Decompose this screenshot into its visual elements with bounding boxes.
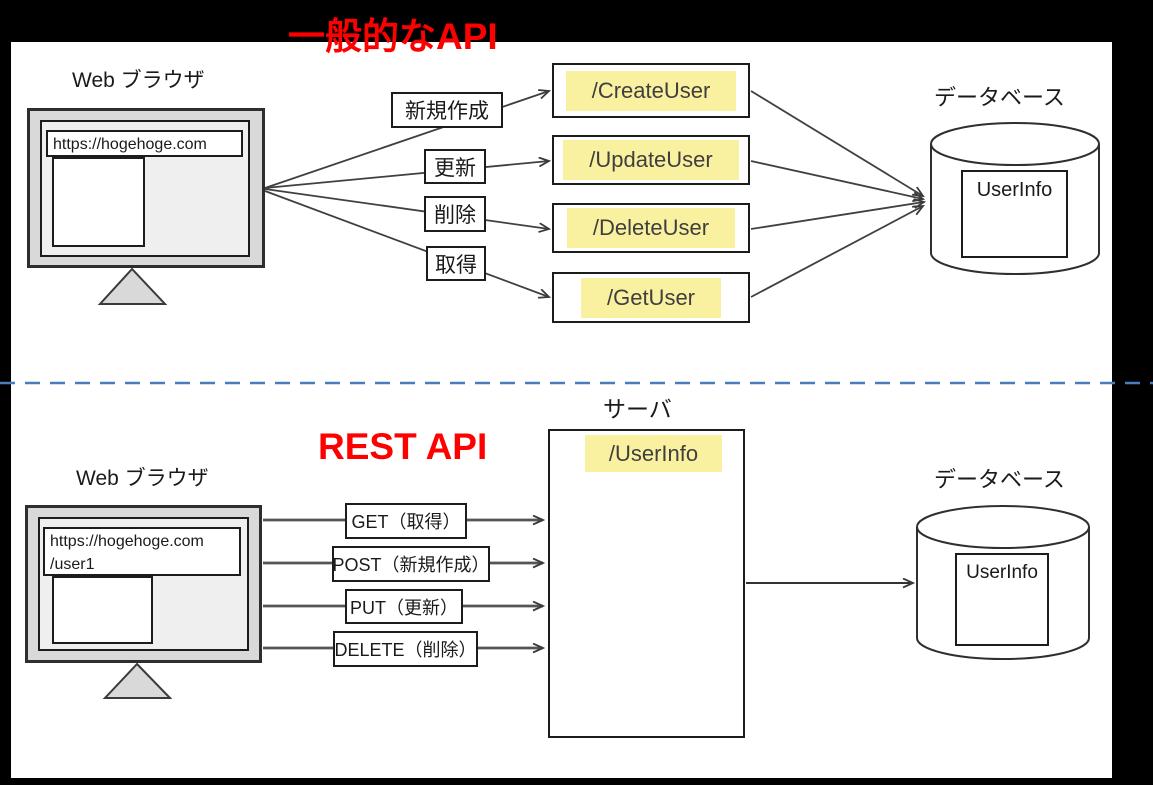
page-content-box-top <box>52 157 145 247</box>
page-content-box-bottom <box>52 576 153 644</box>
server-label: サーバ <box>603 396 672 422</box>
endpoint-db-arrows <box>750 90 924 298</box>
bottom-black-bar <box>0 778 1153 785</box>
database-table-box-top: UserInfo <box>961 170 1068 258</box>
action-box-get: 取得 <box>426 246 486 281</box>
endpoint-highlight: /CreateUser <box>565 70 737 111</box>
database-label-top: データベース <box>934 85 1065 110</box>
monitor-stand-triangle-top <box>97 267 168 305</box>
endpoint-highlight: /UpdateUser <box>563 140 739 180</box>
top-section-title: 一般的なAPI <box>288 16 498 57</box>
server-box <box>548 429 745 738</box>
left-black-bar <box>0 0 11 785</box>
address-bar-bottom: https://hogehoge.com /user1 <box>43 527 241 576</box>
bottom-section-title: REST API <box>318 426 488 467</box>
url-line-1: https://hogehoge.com <box>50 533 204 550</box>
top-black-bar <box>0 0 1153 42</box>
browser-label-bottom: Web ブラウザ <box>76 467 209 490</box>
method-box-post: POST（新規作成） <box>332 546 490 582</box>
endpoint-box-updateuser: /UpdateUser <box>552 135 750 185</box>
endpoint-highlight: /GetUser <box>580 277 722 318</box>
monitor-stand-triangle-bottom <box>102 662 173 699</box>
action-box-create: 新規作成 <box>391 92 503 128</box>
address-bar-top: https://hogehoge.com <box>46 130 243 157</box>
action-box-delete: 削除 <box>424 196 486 232</box>
method-arrows <box>263 520 543 648</box>
method-box-delete: DELETE（削除） <box>333 631 478 667</box>
database-table-box-bottom: UserInfo <box>955 553 1049 646</box>
endpoint-highlight: /DeleteUser <box>566 208 736 248</box>
endpoint-box-deleteuser: /DeleteUser <box>552 203 750 253</box>
method-box-put: PUT（更新） <box>345 589 463 624</box>
server-endpoint-highlight: /UserInfo <box>585 435 722 472</box>
database-label-bottom: データベース <box>934 467 1065 492</box>
url-line-2: /user1 <box>50 556 95 574</box>
action-box-update: 更新 <box>424 149 486 184</box>
right-black-bar <box>1112 0 1153 785</box>
endpoint-box-createuser: /CreateUser <box>552 63 750 118</box>
endpoint-box-getuser: /GetUser <box>552 272 750 323</box>
method-box-get: GET（取得） <box>345 503 467 539</box>
browser-label-top: Web ブラウザ <box>72 69 205 92</box>
